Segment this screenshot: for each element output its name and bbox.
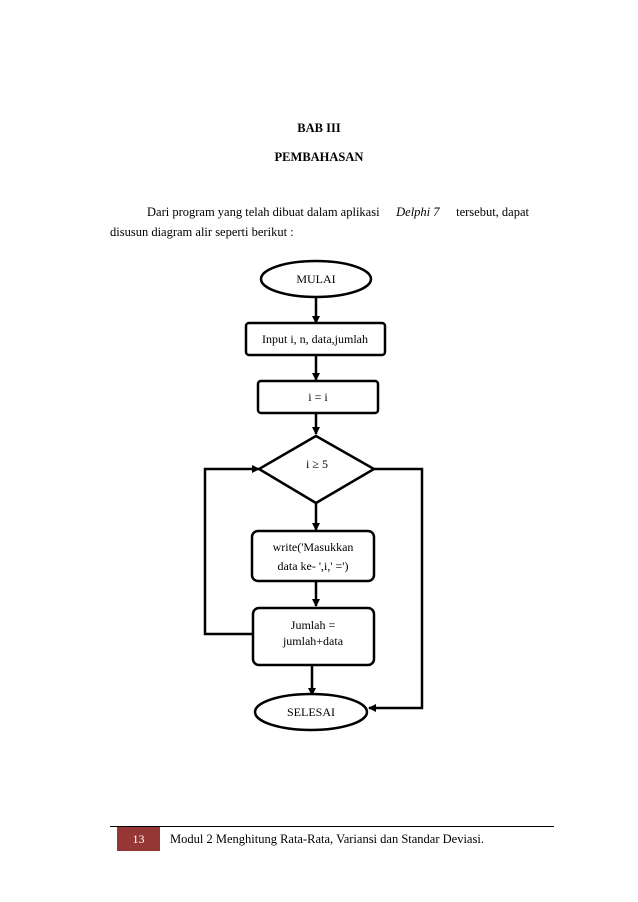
start-terminator [259,259,373,299]
footer-title: Modul 2 Menghitung Rata-Rata, Variansi d… [170,832,484,846]
sum-label-line-1: Jumlah = [291,618,336,632]
decision-diamond [256,434,377,505]
write-label-line-1: write('Masukkan [273,540,354,554]
footer-divider [110,826,554,827]
input-process-box [244,321,387,357]
assign-process-box [256,379,380,415]
section-title: PEMBAHASAN [274,150,364,164]
write-label-line-2: data ke- ',i,' =') [278,559,349,573]
end-label: SELESAI [287,705,335,719]
end-terminator [253,692,369,732]
exit-arrow [368,467,424,712]
write-process-box [250,529,376,583]
assign-label: i = i [308,390,328,404]
start-label: MULAI [296,272,335,286]
intro-paragraph-line-2: disusun diagram alir seperti berikut : [110,225,294,239]
loop-back-arrow [203,465,260,636]
input-label: Input i, n, data,jumlah [262,332,368,346]
intro-paragraph-line-1: Dari program yang telah dibuat dalam apl… [147,205,529,220]
decision-label: i ≥ 5 [306,457,328,471]
page-number-badge: 13 [117,827,160,851]
intro-text-before: Dari program yang telah dibuat dalam apl… [147,205,380,219]
sum-process-box [251,606,376,667]
chapter-title: BAB III [297,121,341,135]
sum-label-line-2: jumlah+data [282,634,344,648]
intro-app-name: Delphi 7 [396,205,440,219]
intro-text-after: tersebut, dapat [456,205,529,219]
